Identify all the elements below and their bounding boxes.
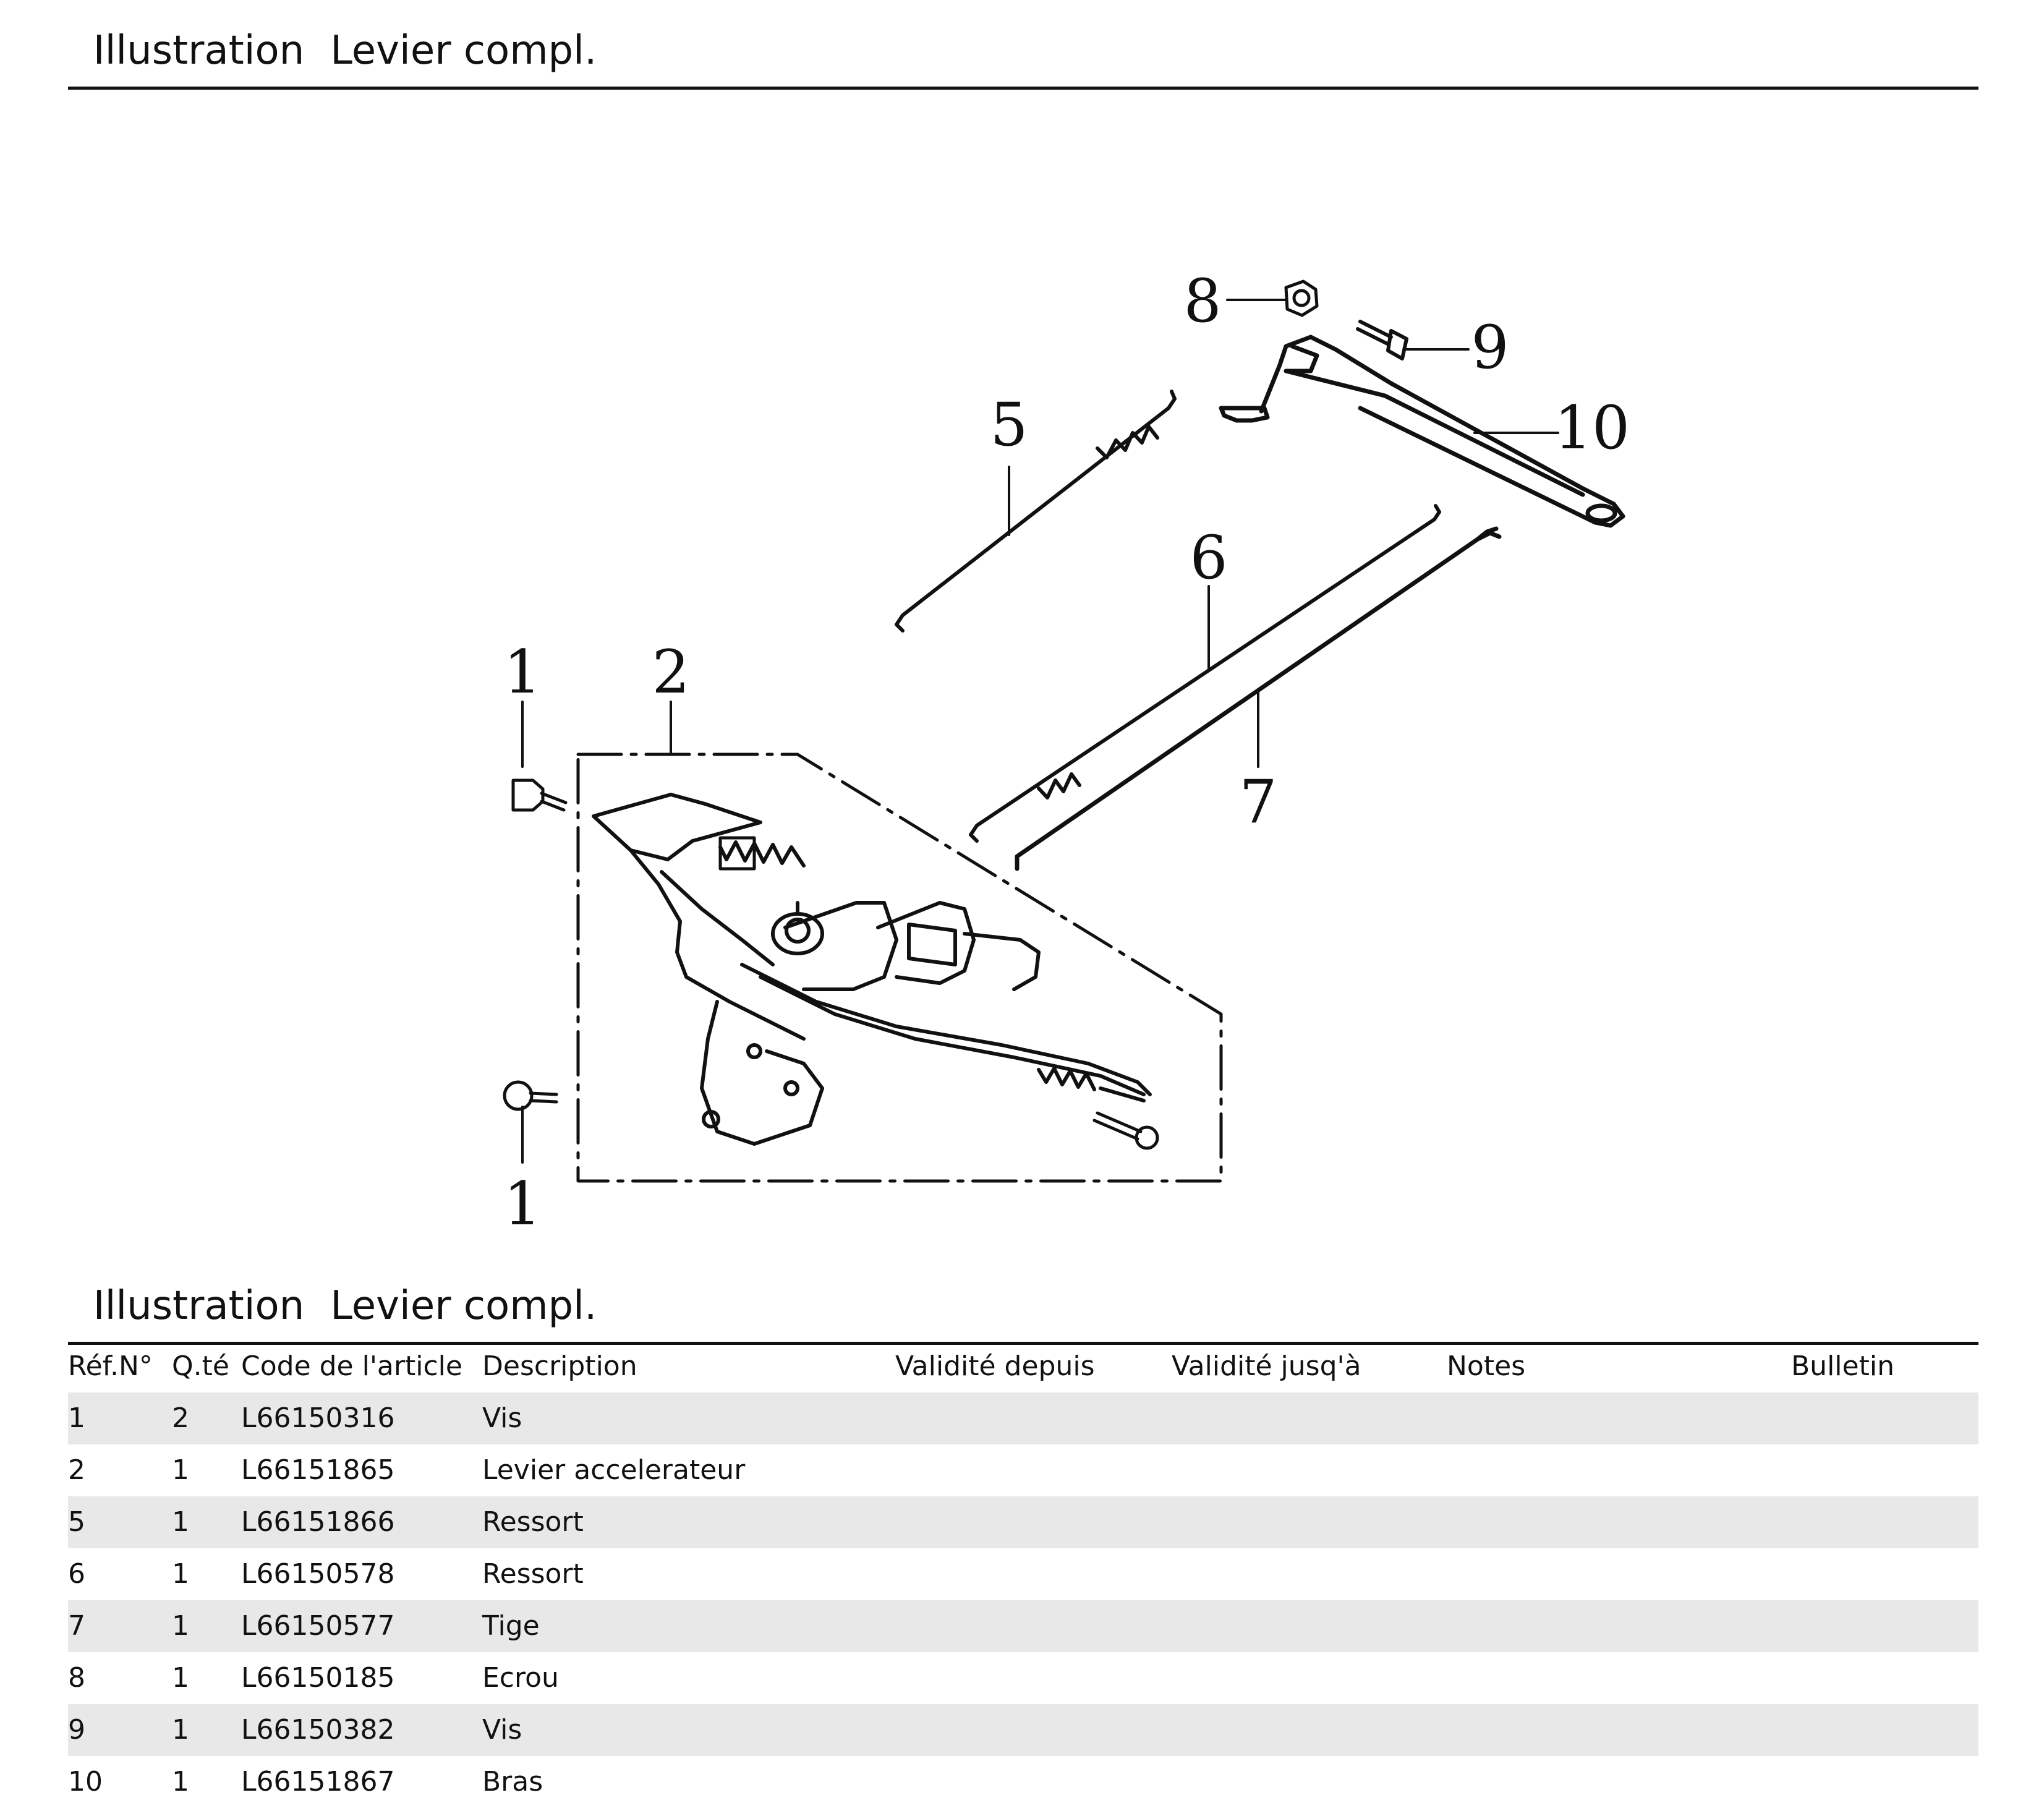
- spring-rod-part: [895, 390, 1177, 633]
- callout-5: 5: [990, 390, 1028, 459]
- callout-1-upper: 1: [503, 637, 541, 707]
- exploded-parts-diagram: 1 2 1 5 6 7 8 9 10: [503, 267, 1630, 1239]
- cell-ref: 1: [68, 1402, 85, 1434]
- col-qty: Q.té: [172, 1350, 229, 1382]
- rod-part-6: [969, 504, 1441, 843]
- page-title: Illustration Levier compl.: [68, 0, 1978, 90]
- cell-code: L66150316: [241, 1402, 395, 1434]
- lever-spring-bracket: [718, 836, 756, 871]
- screw-upper-part: [511, 778, 568, 812]
- table-header-row: Réf.N° Q.té Code de l'article Descriptio…: [68, 1341, 1978, 1392]
- rod-part-7: [1015, 526, 1502, 871]
- cell-ref: 2: [68, 1454, 85, 1486]
- throttle-lever-part: [592, 793, 1152, 1146]
- callout-leaders: [521, 299, 1559, 1164]
- lever-lower-screw: [1092, 1111, 1159, 1150]
- col-description: Description: [482, 1350, 637, 1382]
- cell-qty: 1: [172, 1662, 189, 1694]
- bolt-part: [1356, 320, 1408, 360]
- cell-ref: 8: [68, 1662, 85, 1694]
- table-row: 10 1 L66151867 Bras: [68, 1756, 1978, 1808]
- cell-qty: 2: [172, 1402, 189, 1434]
- table-row: 5 1 L66151866 Ressort: [68, 1496, 1978, 1548]
- cell-code: L66150577: [241, 1610, 395, 1642]
- cell-qty: 1: [172, 1454, 189, 1486]
- cell-ref: 7: [68, 1610, 85, 1642]
- col-valid-to: Validité jusq'à: [1172, 1350, 1361, 1382]
- cell-code: L66150185: [241, 1662, 395, 1694]
- cell-ref: 5: [68, 1506, 85, 1538]
- table-row: 8 1 L66150185 Ecrou: [68, 1652, 1978, 1704]
- page-title-text: Levier compl.: [330, 28, 597, 74]
- cell-ref: 10: [68, 1766, 103, 1797]
- cell-description: Vis: [482, 1714, 522, 1746]
- callout-2: 2: [652, 637, 689, 707]
- assembly-boundary: [576, 753, 1223, 1183]
- nut-part: [1284, 279, 1319, 317]
- callout-6: 6: [1190, 523, 1227, 592]
- callout-1-lower: 1: [503, 1169, 541, 1239]
- callout-10: 10: [1554, 393, 1630, 463]
- lever-spring: [718, 840, 806, 868]
- table-row: 1 2 L66150316 Vis: [68, 1392, 1978, 1444]
- cell-qty: 1: [172, 1610, 189, 1642]
- cell-description: Ressort: [482, 1558, 584, 1590]
- arm-part: [1219, 335, 1625, 528]
- cell-code: L66150578: [241, 1558, 395, 1590]
- cell-description: Bras: [482, 1766, 543, 1797]
- table-row: 2 1 L66151865 Levier accelerateur: [68, 1444, 1978, 1496]
- page-title-label: Illustration: [93, 28, 305, 74]
- cell-description: Levier accelerateur: [482, 1454, 746, 1486]
- section-title-text: Levier compl.: [330, 1283, 597, 1329]
- diagram-callouts: 1 2 1 5 6 7 8 9 10: [503, 267, 1630, 1239]
- screw-lower-part: [503, 1080, 558, 1111]
- callout-9: 9: [1471, 313, 1509, 382]
- callout-8: 8: [1183, 267, 1221, 336]
- cell-ref: 6: [68, 1558, 85, 1590]
- col-code: Code de l'article: [241, 1350, 462, 1382]
- callout-7: 7: [1239, 767, 1277, 837]
- lever-lower-spring: [1037, 1067, 1096, 1091]
- parts-table: Réf.N° Q.té Code de l'article Descriptio…: [68, 1341, 1978, 1808]
- table-row: 6 1 L66150578 Ressort: [68, 1548, 1978, 1600]
- cell-qty: 1: [172, 1766, 189, 1797]
- col-bulletin: Bulletin: [1791, 1350, 1894, 1382]
- cell-description: Ecrou: [482, 1662, 559, 1694]
- col-notes: Notes: [1447, 1350, 1526, 1382]
- col-ref: Réf.N°: [68, 1350, 153, 1382]
- table-row: 9 1 L66150382 Vis: [68, 1704, 1978, 1756]
- cell-code: L66151866: [241, 1506, 395, 1538]
- cell-qty: 1: [172, 1558, 189, 1590]
- section-title-label: Illustration: [93, 1283, 305, 1329]
- cell-code: L66151867: [241, 1766, 395, 1797]
- table-row: 7 1 L66150577 Tige: [68, 1600, 1978, 1652]
- cell-description: Tige: [482, 1610, 540, 1642]
- section-title: Illustration Levier compl.: [68, 1247, 1978, 1345]
- cell-ref: 9: [68, 1714, 85, 1746]
- cell-code: L66150382: [241, 1714, 395, 1746]
- cell-qty: 1: [172, 1714, 189, 1746]
- col-valid-from: Validité depuis: [895, 1350, 1095, 1382]
- cell-description: Ressort: [482, 1506, 584, 1538]
- cell-description: Vis: [482, 1402, 522, 1434]
- cell-code: L66151865: [241, 1454, 395, 1486]
- cell-qty: 1: [172, 1506, 189, 1538]
